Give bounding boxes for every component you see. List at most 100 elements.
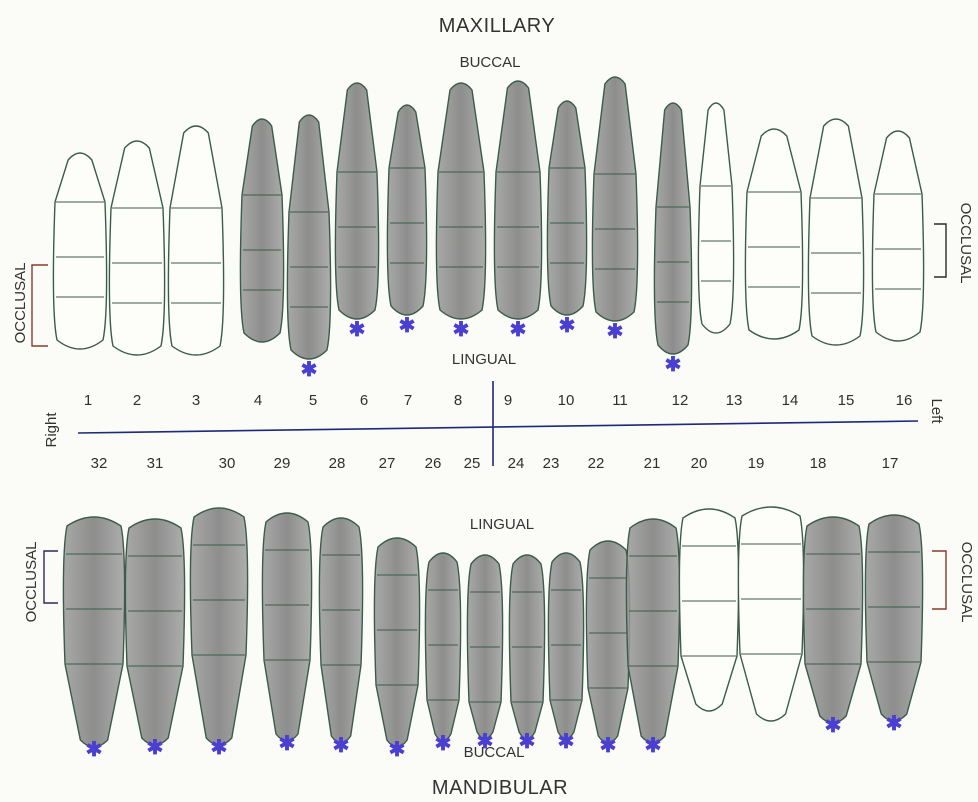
mark-tooth-21: ✱ [645,735,662,757]
tooth-number-4: 4 [254,392,262,409]
tooth-number-8: 8 [454,392,462,409]
tooth-18[interactable] [803,517,862,723]
tooth-11[interactable] [592,77,637,321]
tooth-31[interactable] [125,519,184,745]
tooth-15[interactable] [808,119,863,345]
tooth-9[interactable] [494,81,541,319]
tooth-number-13: 13 [726,392,743,409]
tooth-14[interactable] [745,129,802,339]
tooth-6[interactable] [335,83,378,319]
tooth-number-3: 3 [192,392,200,409]
tooth-outline [679,509,738,711]
tooth-16[interactable] [872,131,923,341]
tooth-outline [425,553,460,741]
tooth-number-10: 10 [558,392,575,409]
left-label: Left [928,398,945,424]
mark-tooth-29: ✱ [279,733,296,755]
mark-tooth-26: ✱ [435,733,452,755]
tooth-30[interactable] [190,508,247,745]
tooth-outline [808,119,863,345]
mark-tooth-22: ✱ [600,735,617,757]
tooth-number-7: 7 [404,392,412,409]
tooth-29[interactable] [262,513,311,741]
tooth-number-19: 19 [748,455,765,472]
mark-tooth-6: ✱ [349,319,366,341]
tooth-number-12: 12 [672,392,689,409]
mark-tooth-24: ✱ [519,731,536,753]
tooth-number-17: 17 [882,455,899,472]
tooth-number-14: 14 [782,392,799,409]
mark-tooth-11: ✱ [607,321,624,343]
tooth-27[interactable] [374,538,419,747]
tooth-32[interactable] [63,517,124,747]
tooth-outline [319,518,362,743]
tooth-outline [654,103,691,354]
tooth-number-5: 5 [309,392,317,409]
occlusal-label-upper-left: OCCLUSAL [12,263,29,344]
mark-tooth-27: ✱ [389,739,406,761]
upper-buccal-label: BUCCAL [460,54,521,71]
mark-tooth-12: ✱ [665,354,682,376]
tooth-number-27: 27 [379,455,396,472]
tooth-outline [586,541,629,743]
occlusal-bracket-upper-right [934,224,946,277]
mark-tooth-28: ✱ [333,735,350,757]
tooth-outline [240,119,283,342]
tooth-number-11: 11 [612,392,628,409]
tooth-3[interactable] [168,126,223,355]
mark-tooth-30: ✱ [211,737,228,759]
occlusal-bracket-upper-left [32,265,48,346]
tooth-number-26: 26 [425,455,442,472]
tooth-24[interactable] [509,555,544,739]
tooth-1[interactable] [53,153,106,349]
tooth-8[interactable] [436,83,485,319]
tooth-22[interactable] [586,541,629,743]
tooth-number-15: 15 [838,392,855,409]
tooth-outline [374,538,419,747]
mark-tooth-10: ✱ [559,315,576,337]
tooth-5[interactable] [287,115,330,359]
tooth-2[interactable] [109,141,164,355]
tooth-number-2: 2 [133,392,141,409]
occlusal-bracket-lower-right [932,551,946,609]
occlusal-bracket-lower-left [44,551,58,603]
mark-tooth-25: ✱ [477,731,494,753]
mandibular-title: MANDIBULAR [432,777,568,799]
right-label: Right [43,412,60,448]
tooth-10[interactable] [547,101,586,315]
tooth-outline [698,103,733,333]
mark-tooth-17: ✱ [886,713,903,735]
tooth-28[interactable] [319,518,362,743]
tooth-number-29: 29 [274,455,291,472]
tooth-17[interactable] [865,515,922,721]
tooth-7[interactable] [387,105,426,315]
tooth-25[interactable] [467,555,502,739]
tooth-outline [287,115,330,359]
mark-tooth-31: ✱ [147,737,164,759]
tooth-number-23: 23 [543,455,560,472]
tooth-20[interactable] [679,509,738,711]
tooth-number-28: 28 [329,455,346,472]
tooth-4[interactable] [240,119,283,342]
tooth-outline [872,131,923,341]
tooth-23[interactable] [548,553,583,739]
tooth-19[interactable] [738,507,803,721]
midline-horizontal [78,421,918,433]
tooth-13[interactable] [698,103,733,333]
tooth-outline [738,507,803,721]
occlusal-label-lower-left: OCCLUSAL [23,542,40,623]
tooth-number-9: 9 [504,392,512,409]
tooth-outline [109,141,164,355]
mark-tooth-5: ✱ [301,359,318,381]
tooth-number-20: 20 [691,455,708,472]
tooth-outline [436,83,485,319]
tooth-outline [190,508,247,745]
tooth-26[interactable] [425,553,460,741]
tooth-21[interactable] [626,519,679,743]
tooth-12[interactable] [654,103,691,354]
mark-tooth-7: ✱ [399,315,416,337]
